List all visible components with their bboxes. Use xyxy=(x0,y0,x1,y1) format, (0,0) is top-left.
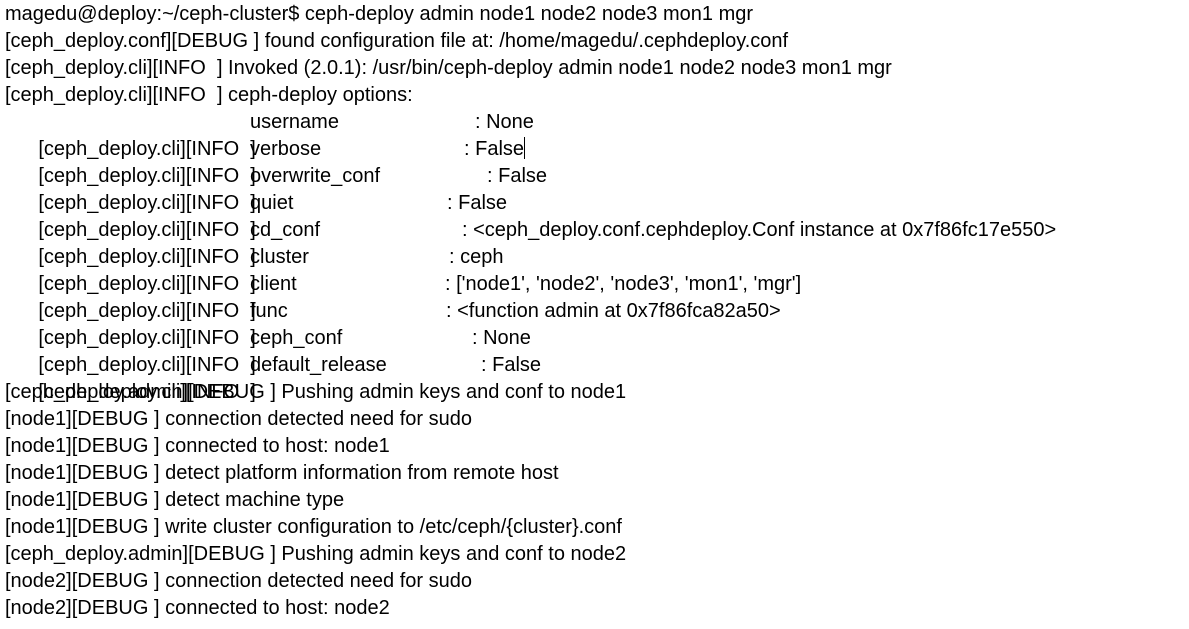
log-prefix: [ceph_deploy.cli][INFO ] xyxy=(38,381,256,403)
option-key: verbose xyxy=(250,138,322,160)
log-line: [ceph_deploy.conf][DEBUG ] found configu… xyxy=(5,30,789,52)
option-value: : False xyxy=(481,354,542,376)
option-line: [ceph_deploy.cli][INFO ] ceph_conf : Non… xyxy=(5,325,892,376)
log-line: [node2][DEBUG ] connected to host: node2 xyxy=(5,597,390,619)
option-value: : <function admin at 0x7f86fca82a50> xyxy=(446,300,781,322)
option-line: [ceph_deploy.cli][INFO ] cd_conf : <ceph… xyxy=(5,217,1056,268)
log-prefix: [ceph_deploy.cli][INFO ] xyxy=(38,192,256,214)
text-cursor xyxy=(524,137,526,159)
log-line: [node1][DEBUG ] detect platform informat… xyxy=(5,462,559,484)
log-line: [ceph_deploy.cli][INFO ] ceph-deploy opt… xyxy=(5,84,413,106)
option-value: : None xyxy=(472,327,531,349)
option-value: : <ceph_deploy.conf.cephdeploy.Conf inst… xyxy=(462,219,1057,241)
option-key: cluster xyxy=(250,246,309,268)
terminal-output: magedu@deploy:~/ceph-cluster$ ceph-deplo… xyxy=(5,1,1056,622)
option-line: [ceph_deploy.cli][INFO ] client : ['node… xyxy=(5,271,892,322)
log-line: [node1][DEBUG ] detect machine type xyxy=(5,489,345,511)
log-prefix: [ceph_deploy.cli][INFO ] xyxy=(38,273,256,295)
option-value: : None xyxy=(475,111,534,133)
option-key: default_release xyxy=(250,354,387,376)
option-line: [ceph_deploy.cli][INFO ] username : None xyxy=(5,109,892,160)
log-prefix: [ceph_deploy.cli][INFO ] xyxy=(38,219,256,241)
log-line: [ceph_deploy.admin][DEBUG ] Pushing admi… xyxy=(5,381,627,403)
option-value: : False xyxy=(487,165,548,187)
option-line: [ceph_deploy.cli][INFO ] default_release… xyxy=(5,352,892,403)
log-line: [ceph_deploy.cli][INFO ] Invoked (2.0.1)… xyxy=(5,57,892,79)
command-prompt-line: magedu@deploy:~/ceph-cluster$ ceph-deplo… xyxy=(5,3,754,25)
option-line: [ceph_deploy.cli][INFO ] func : <functio… xyxy=(5,298,892,349)
log-prefix: [ceph_deploy.cli][INFO ] xyxy=(38,300,256,322)
log-prefix: [ceph_deploy.cli][INFO ] xyxy=(38,246,256,268)
option-line: [ceph_deploy.cli][INFO ] verbose : False xyxy=(5,136,892,187)
option-key: overwrite_conf xyxy=(250,165,381,187)
log-line: [node2][DEBUG ] connection detected need… xyxy=(5,570,472,592)
log-line: [node1][DEBUG ] write cluster configurat… xyxy=(5,516,622,538)
option-value: : ['node1', 'node2', 'node3', 'mon1', 'm… xyxy=(445,273,802,295)
log-prefix: [ceph_deploy.cli][INFO ] xyxy=(38,165,256,187)
option-line: [ceph_deploy.cli][INFO ] cluster : ceph xyxy=(5,244,892,295)
option-key: ceph_conf xyxy=(250,327,343,349)
option-key: quiet xyxy=(250,192,294,214)
option-line: [ceph_deploy.cli][INFO ] quiet : False xyxy=(5,190,892,241)
option-key: client xyxy=(250,273,297,295)
log-line: [node1][DEBUG ] connected to host: node1 xyxy=(5,435,390,457)
option-value: : ceph xyxy=(449,246,504,268)
option-value: : False xyxy=(464,138,525,160)
option-key: username xyxy=(250,111,339,133)
log-line: [ceph_deploy.admin][DEBUG ] Pushing admi… xyxy=(5,543,627,565)
option-line: [ceph_deploy.cli][INFO ] overwrite_conf … xyxy=(5,163,892,214)
option-key: cd_conf xyxy=(250,219,321,241)
log-prefix: [ceph_deploy.cli][INFO ] xyxy=(38,354,256,376)
log-prefix: [ceph_deploy.cli][INFO ] xyxy=(38,138,256,160)
log-line: [node1][DEBUG ] connection detected need… xyxy=(5,408,472,430)
log-prefix: [ceph_deploy.cli][INFO ] xyxy=(38,327,256,349)
option-key: func xyxy=(250,300,288,322)
option-value-with-caret: : False xyxy=(464,136,526,163)
option-value: : False xyxy=(447,192,508,214)
